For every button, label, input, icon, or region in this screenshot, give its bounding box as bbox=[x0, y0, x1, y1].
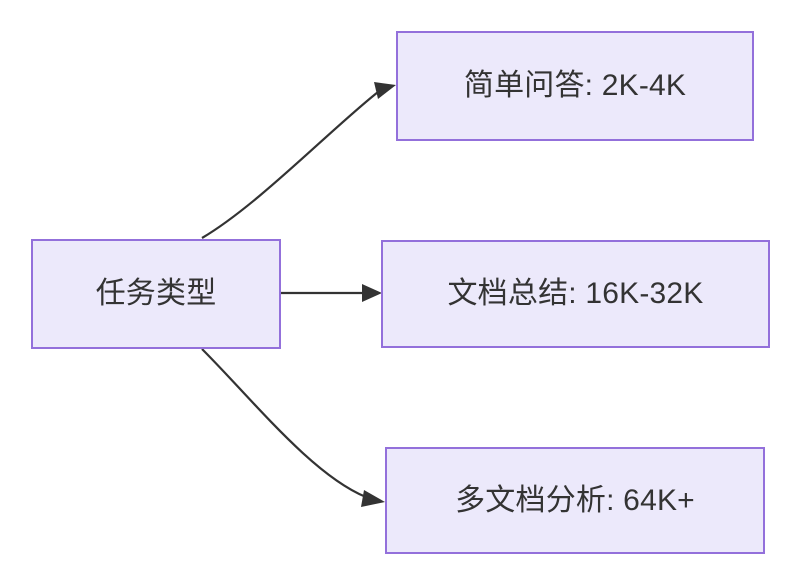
edge-source-to-simple-qa bbox=[201, 91, 379, 239]
node-simple-qa-label: 简单问答: 2K-4K bbox=[463, 69, 687, 103]
node-doc-summary[interactable]: 文档总结: 16K-32K bbox=[381, 240, 770, 348]
edge-source-to-multi-doc bbox=[201, 348, 367, 499]
node-doc-summary-label: 文档总结: 16K-32K bbox=[447, 277, 704, 311]
arrow-head-doc-summary bbox=[362, 284, 382, 302]
node-simple-qa[interactable]: 简单问答: 2K-4K bbox=[396, 31, 754, 141]
node-multi-doc-label: 多文档分析: 64K+ bbox=[455, 483, 695, 517]
arrow-head-simple-qa bbox=[374, 82, 396, 99]
node-task-type[interactable]: 任务类型 bbox=[31, 239, 281, 349]
node-task-type-label: 任务类型 bbox=[95, 277, 217, 311]
node-multi-doc[interactable]: 多文档分析: 64K+ bbox=[385, 447, 765, 554]
arrow-head-multi-doc bbox=[361, 490, 385, 507]
